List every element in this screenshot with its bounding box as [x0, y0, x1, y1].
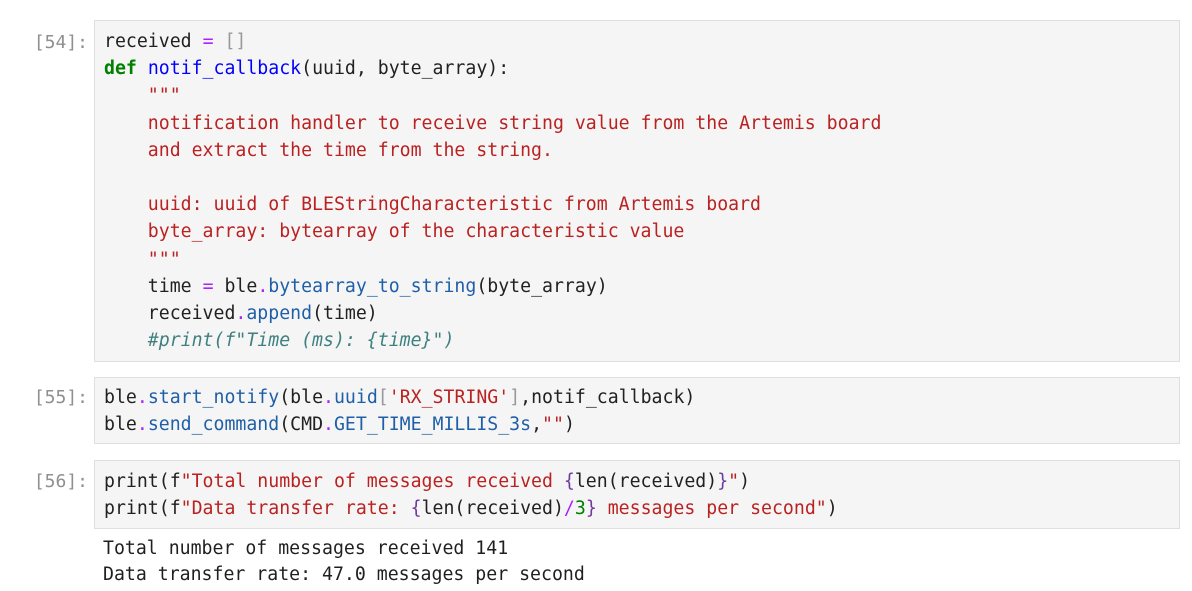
- code-token: ": [728, 471, 740, 492]
- code-token: uuid: [333, 387, 378, 408]
- code-token: print(f: [104, 498, 181, 520]
- code-token: =: [202, 31, 214, 52]
- code-token: ,notif_callback): [520, 387, 696, 408]
- code-line: notification handler to receive string v…: [95, 110, 1179, 137]
- code-token: len(received): [421, 498, 564, 520]
- code-token: def: [104, 58, 137, 80]
- code-token: append: [246, 302, 313, 324]
- code-token: ): [826, 498, 838, 520]
- code-token: []: [224, 31, 247, 52]
- code-token: .: [257, 275, 269, 297]
- code-token: start_notify: [147, 387, 280, 408]
- code-token: (uuid, byte_array):: [301, 58, 510, 80]
- code-input-area[interactable]: received = []def notif_callback(uuid, by…: [94, 20, 1180, 362]
- code-line: print(f"Data transfer rate: {len(receive…: [95, 495, 1179, 522]
- code-token: (byte_array): [476, 275, 608, 297]
- code-token: (time): [312, 302, 378, 324]
- code-token: }: [585, 498, 597, 520]
- code-token: 3: [574, 498, 586, 520]
- code-input-area[interactable]: ble.start_notify(ble.uuid['RX_STRING'],n…: [94, 377, 1180, 444]
- code-line: ble.start_notify(ble.uuid['RX_STRING'],n…: [95, 384, 1179, 411]
- code-token: [137, 58, 148, 79]
- code-token: "": [542, 414, 564, 436]
- code-line: """: [95, 82, 1179, 109]
- execution-count-prompt: [54]:: [33, 32, 88, 53]
- code-token: .: [136, 387, 148, 408]
- code-token: (CMD: [279, 414, 324, 436]
- code-token: bytearray_to_string: [268, 275, 477, 297]
- code-token: uuid: uuid of BLEStringCharacteristic fr…: [104, 194, 761, 216]
- code-token: .: [235, 302, 247, 324]
- code-token: [214, 31, 225, 52]
- code-token: /: [563, 498, 575, 520]
- code-token: {: [410, 498, 422, 520]
- code-token: len(received): [574, 471, 718, 492]
- code-token: ): [563, 414, 575, 436]
- code-line: print(f"Total number of messages receive…: [95, 468, 1179, 495]
- code-token: print(f: [104, 471, 181, 492]
- code-token: notif_callback: [147, 58, 302, 80]
- code-line: and extract the time from the string.: [95, 137, 1179, 164]
- code-token: messages per second": [596, 498, 827, 520]
- code-token: .: [323, 387, 334, 408]
- output-line: Total number of messages received 141: [103, 538, 509, 559]
- output-line: Data transfer rate: 47.0 messages per se…: [103, 564, 585, 585]
- code-token: =: [202, 275, 214, 297]
- code-token: """: [104, 248, 181, 270]
- code-token: #print(f"Time (ms): {time}"): [104, 330, 455, 352]
- code-token: .: [323, 414, 334, 436]
- code-token: ble: [104, 387, 137, 408]
- code-token: "Data transfer rate:: [180, 498, 411, 520]
- code-input-area[interactable]: print(f"Total number of messages receive…: [94, 460, 1180, 529]
- code-line: time = ble.bytearray_to_string(byte_arra…: [95, 273, 1179, 300]
- code-token: GET_TIME_MILLIS_3s: [333, 414, 532, 436]
- code-line: received.append(time): [95, 300, 1179, 327]
- code-token: received: [104, 31, 203, 52]
- code-line: uuid: uuid of BLEStringCharacteristic fr…: [95, 191, 1179, 218]
- execution-count-prompt: [55]:: [33, 387, 88, 408]
- code-token: ]: [509, 387, 521, 408]
- code-token: """: [104, 85, 181, 107]
- code-token: {: [563, 471, 575, 492]
- code-token: received: [104, 302, 236, 324]
- code-line: received = []: [95, 28, 1179, 55]
- code-token: send_command: [147, 414, 280, 436]
- code-token: notification handler to receive string v…: [104, 112, 882, 134]
- code-token: 'RX_STRING': [388, 387, 510, 408]
- code-token: }: [717, 471, 729, 492]
- code-line: ble.send_command(CMD.GET_TIME_MILLIS_3s,…: [95, 411, 1179, 438]
- code-token: time: [104, 275, 203, 297]
- code-token: and extract the time from the string.: [104, 139, 553, 161]
- code-token: byte_array: bytearray of the characteris…: [104, 221, 685, 243]
- code-line: def notif_callback(uuid, byte_array):: [95, 55, 1179, 82]
- code-line: [95, 164, 1179, 191]
- code-token: ,: [531, 414, 543, 436]
- code-line: """: [95, 246, 1179, 273]
- code-token: ble: [104, 414, 137, 436]
- execution-count-prompt: [56]:: [33, 471, 88, 492]
- code-token: [: [377, 387, 389, 408]
- code-token: ): [739, 471, 751, 492]
- code-token: .: [136, 414, 148, 436]
- code-token: "Total number of messages received: [180, 471, 564, 492]
- code-token: ble: [213, 275, 258, 297]
- code-token: (ble: [279, 387, 324, 408]
- code-line: byte_array: bytearray of the characteris…: [95, 218, 1179, 245]
- code-line: #print(f"Time (ms): {time}"): [95, 327, 1179, 354]
